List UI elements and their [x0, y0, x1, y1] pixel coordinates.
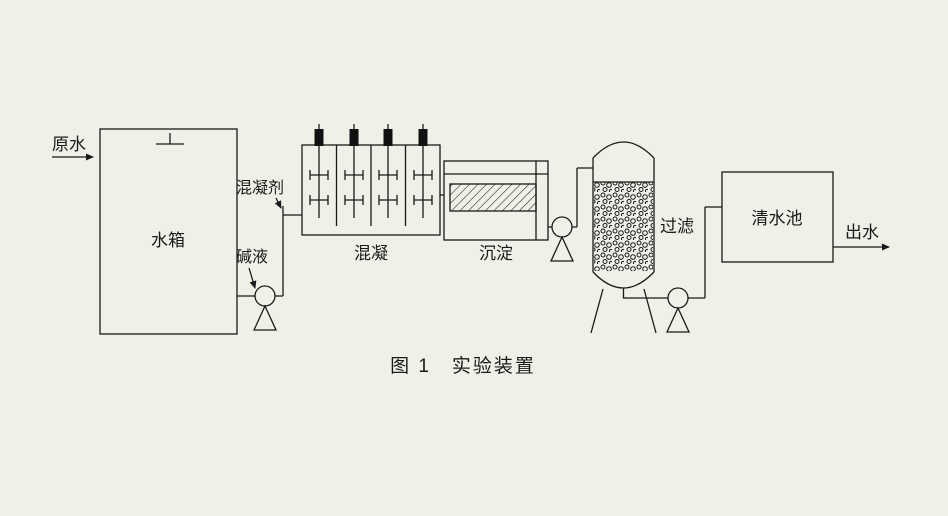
water-tank-body	[99, 128, 238, 335]
inclined-plate-module	[449, 183, 537, 212]
pump-icon-1	[252, 285, 278, 331]
stirrer-4-motor	[418, 129, 428, 146]
pump-2-stand	[549, 235, 575, 262]
coagulant-feed-arrow	[274, 197, 282, 209]
stirrer-3	[378, 124, 398, 218]
alkali-label: 碱液	[236, 248, 268, 266]
diagram-labels: 原水 水箱 混凝剂 碱液 混凝 沉淀 过滤 清水池 出水 图 1 实验装置	[52, 135, 879, 377]
raw-water-label: 原水	[52, 135, 86, 154]
water-tank-label: 水箱	[151, 231, 185, 250]
clear-water-tank-body	[721, 171, 834, 263]
pump-1-body	[254, 285, 276, 307]
stirrer-2-shaft	[344, 124, 364, 218]
outlet-water-label: 出水	[845, 223, 879, 242]
filter-column-body	[592, 141, 655, 289]
pump-icon-3	[665, 287, 691, 333]
pipe-filter-to-clearwater	[622, 206, 722, 299]
clear-water-tank-label: 清水池	[752, 209, 803, 228]
pump-2-body	[551, 216, 573, 238]
figure-caption: 图 1 实验装置	[390, 355, 536, 377]
coagulant-label: 混凝剂	[236, 179, 284, 197]
pump-icon-2	[549, 216, 575, 262]
stirrer-4	[413, 124, 433, 218]
pump-3-body	[667, 287, 689, 309]
alkali-feed-arrow	[248, 267, 257, 289]
stirrer-1	[309, 124, 329, 218]
stirrer-4-shaft	[413, 124, 433, 218]
diagram-linework	[52, 124, 890, 335]
pipe-sedimentation-to-filter	[548, 167, 593, 228]
sedimentation-label: 沉淀	[479, 244, 513, 263]
stirrer-1-shaft	[309, 124, 329, 218]
pump-1-stand	[252, 304, 278, 331]
coagulation-label: 混凝	[354, 244, 388, 263]
filter-media	[594, 182, 653, 271]
stirrer-1-motor	[314, 129, 324, 146]
sedimentation-tank-body	[443, 160, 549, 241]
stirrer-3-shaft	[378, 124, 398, 218]
stirrer-2	[344, 124, 364, 218]
stirrer-3-motor	[383, 129, 393, 146]
filter-stand-legs	[590, 288, 657, 334]
coagulation-baffles	[335, 145, 407, 226]
water-level-icon	[156, 133, 184, 145]
stirrer-2-motor	[349, 129, 359, 146]
pump-3-stand	[665, 306, 691, 333]
filtration-label: 过滤	[660, 217, 694, 236]
